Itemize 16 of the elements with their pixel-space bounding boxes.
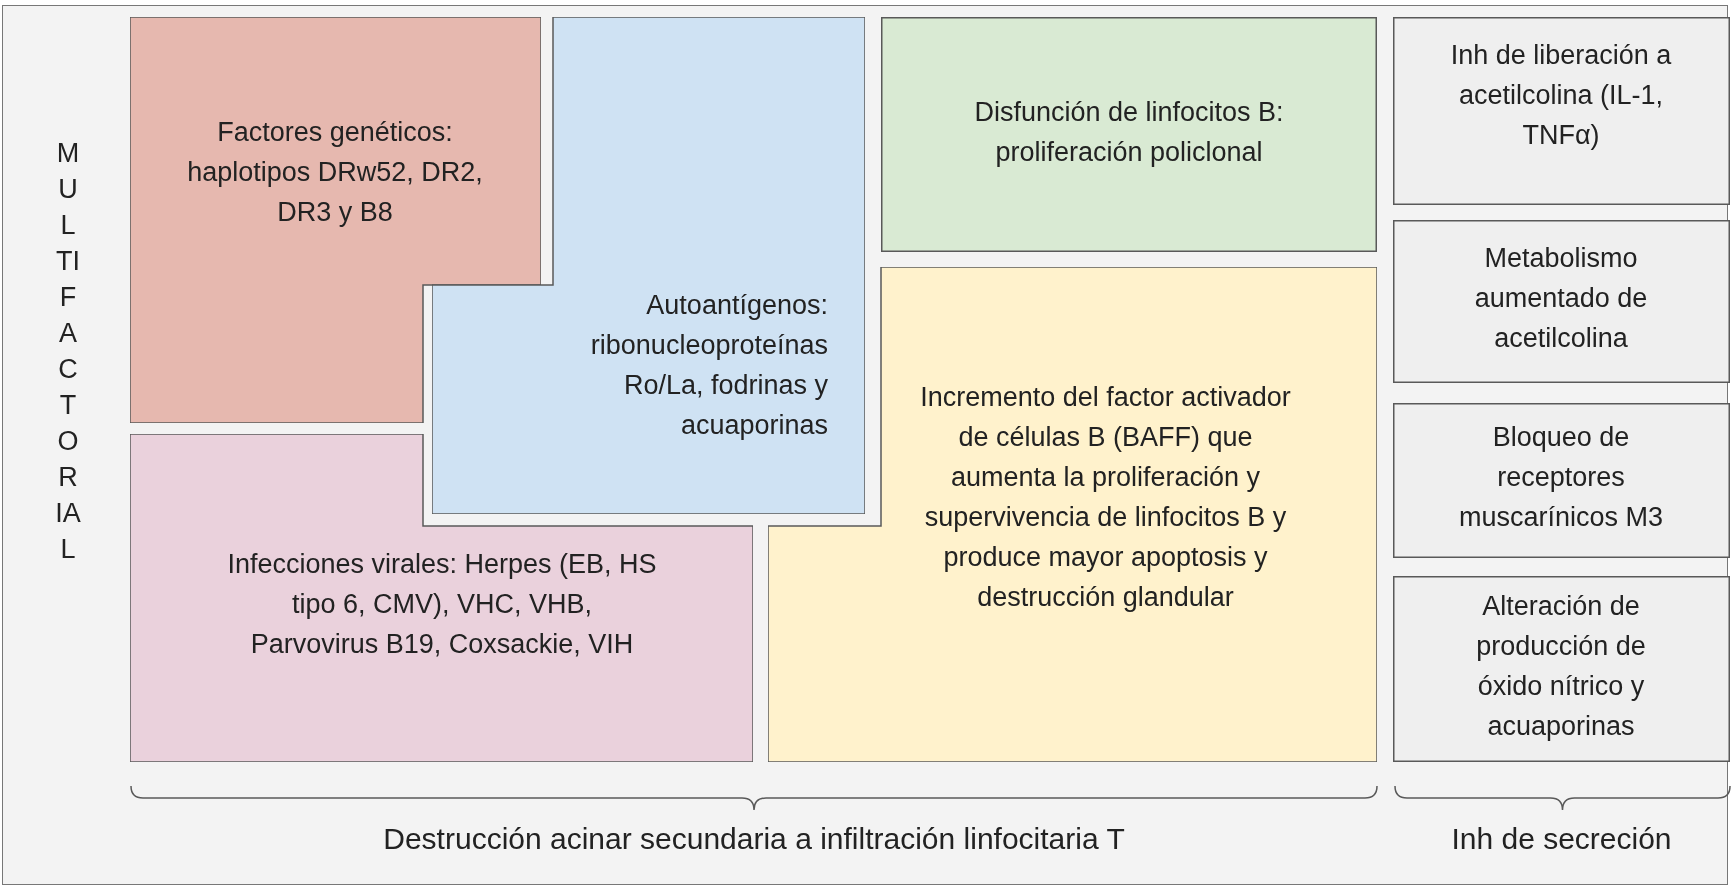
bracket-caption: Destrucción acinar secundaria a infiltración linfocitaria T: [382, 822, 1126, 856]
text-box: [1393, 220, 1730, 383]
text-box: [1393, 17, 1730, 205]
box-text: Inh de liberación a acetilcolina (IL-1, TNFα): [1449, 39, 1673, 152]
bracket-caption: Inh de secreción: [1450, 822, 1673, 856]
box-text: Infecciones virales: Herpes (EB, HS tipo 6, CMV), VHC, VHB, Parvovirus B19, Coxsackie, VIH: [227, 548, 657, 661]
text-box: [881, 17, 1377, 252]
box-text: Incremento del factor activador de células B (BAFF) que aumenta la proliferación y supervivencia de linfocitos B y produce mayor apoptosis y destrucción glandular: [919, 381, 1292, 614]
text-box: [1393, 576, 1730, 762]
box-text: Alteración de producción de óxido nítrico y acuaporinas: [1475, 590, 1647, 743]
box-text: Metabolismo aumentado de acetilcolina: [1473, 242, 1649, 355]
box-text: Bloqueo de receptores muscarínicos M3: [1457, 421, 1665, 534]
box-text: Disfunción de linfocitos B: proliferación policlonal: [973, 96, 1285, 169]
vertical-label: MULTIFACTORIAL: [55, 137, 81, 566]
box-text: Autoantígenos: ribonucleoproteínas Ro/La, fodrinas y acuaporinas: [589, 289, 828, 442]
text-box: [1393, 403, 1730, 558]
